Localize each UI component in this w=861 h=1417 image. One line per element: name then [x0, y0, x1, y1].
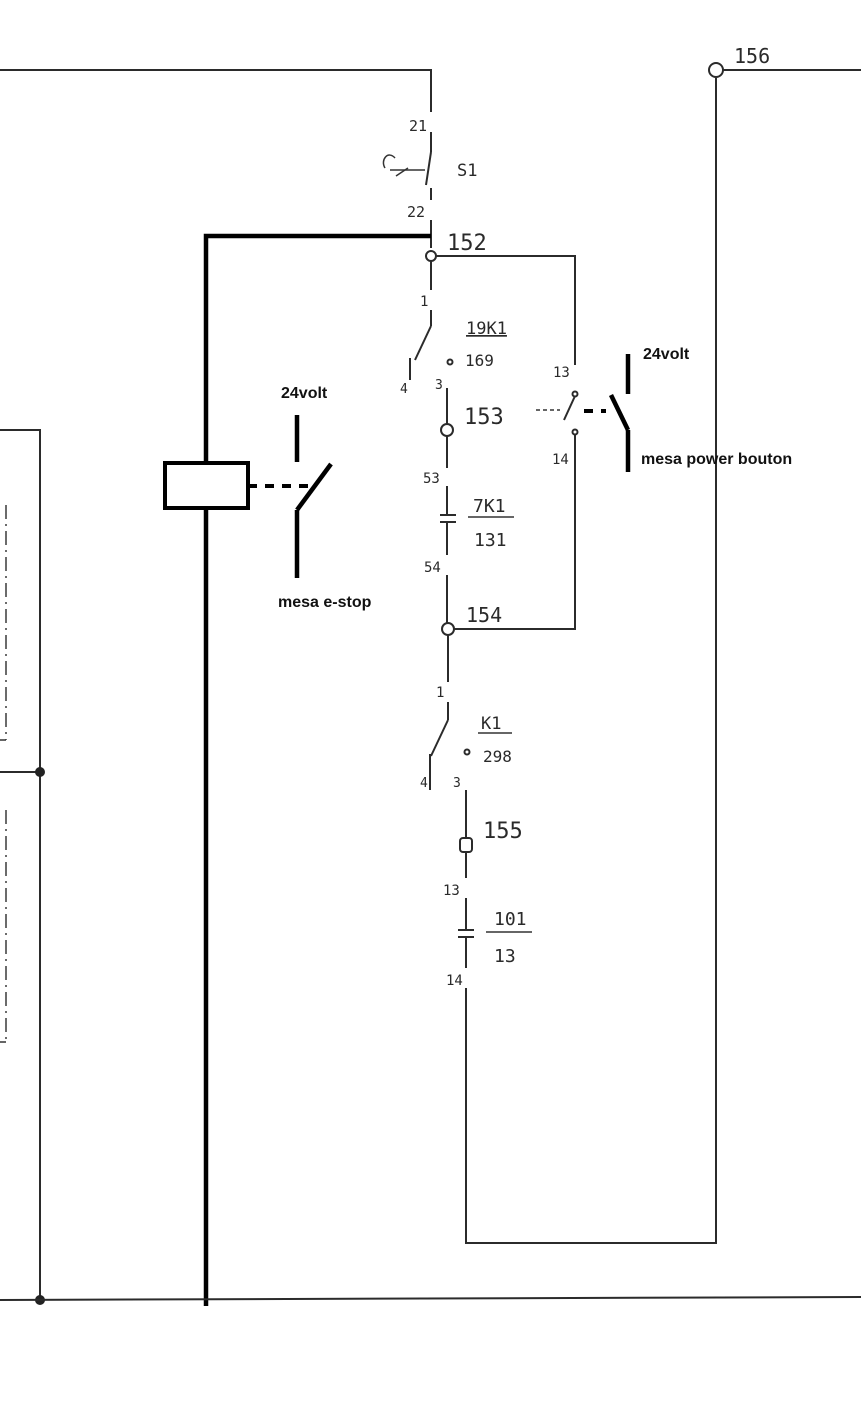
node-153 [440, 423, 454, 437]
node-154 [441, 622, 455, 636]
label-101: 101 [494, 909, 527, 930]
label-21: 21 [409, 117, 427, 135]
label-k1: K1 [481, 714, 501, 734]
contact-13-14-scan [536, 390, 579, 436]
label-c2-left: 4 [420, 776, 428, 791]
label-ref-13: 13 [494, 946, 516, 967]
estop-label: mesa e-stop [278, 594, 372, 611]
left-rail [0, 429, 45, 1305]
label-152: 152 [447, 231, 487, 256]
label-7k1: 7K1 [473, 496, 506, 517]
relay-coil [163, 461, 316, 510]
label-131: 131 [474, 530, 507, 551]
bottom-rail [0, 1296, 861, 1301]
node-152 [425, 250, 437, 262]
power-button-switch [584, 354, 631, 472]
estop-voltage-label: 24volt [281, 385, 328, 402]
label-19k1: 19K1 [466, 319, 507, 339]
label-c1-right: 3 [435, 378, 443, 393]
node-156 [708, 62, 724, 78]
label-c1-top: 1 [420, 294, 428, 310]
label-c2-top: 1 [436, 685, 444, 701]
label-53: 53 [423, 471, 440, 487]
label-156: 156 [734, 44, 770, 68]
label-155: 155 [483, 819, 523, 844]
contact-19k1 [409, 261, 454, 424]
label-22: 22 [407, 203, 425, 221]
label-169: 169 [465, 351, 494, 370]
label-54: 54 [424, 560, 441, 576]
label-154: 154 [466, 603, 502, 627]
label-153: 153 [464, 405, 504, 430]
label-13-lower: 13 [443, 883, 460, 899]
label-298: 298 [483, 747, 512, 766]
power-button-label: mesa power bouton [641, 451, 792, 468]
contact-7k1 [440, 436, 514, 624]
label-14-right: 14 [552, 452, 569, 468]
power-voltage-label: 24volt [643, 346, 690, 363]
label-c2-right: 3 [453, 776, 461, 791]
label-c1-left: 4 [400, 382, 408, 397]
s1-switch [382, 132, 432, 248]
estop-feed-wire [203, 233, 431, 1306]
loop-152-154 [436, 255, 576, 630]
contact-101 [458, 78, 717, 1244]
label-14-lower: 14 [446, 973, 463, 989]
estop-switch [294, 415, 333, 578]
label-s1: S1 [457, 161, 477, 181]
top-left-wire [0, 69, 432, 112]
label-13-right: 13 [553, 365, 570, 381]
contact-k1 [429, 635, 512, 838]
node-155 [459, 837, 473, 853]
